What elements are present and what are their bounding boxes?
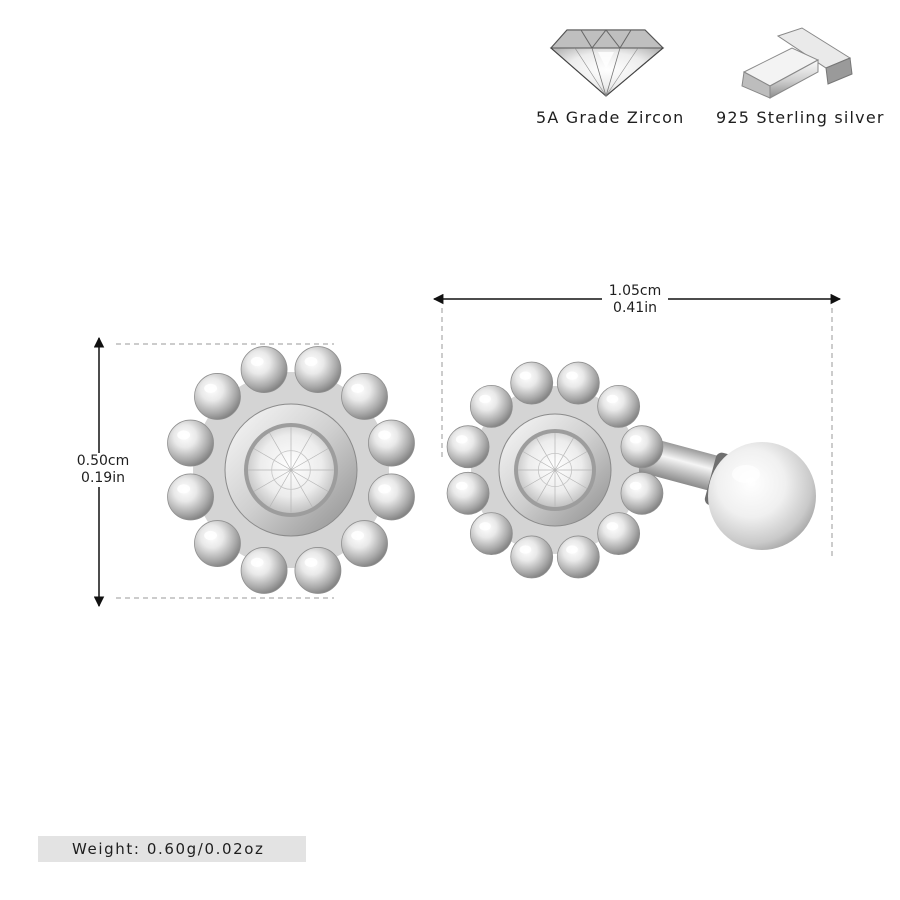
bead: [194, 520, 241, 567]
weight-badge: Weight: 0.60g/0.02oz: [38, 836, 306, 862]
bead: [194, 373, 241, 420]
height-measurement: 0.50cm 0.19in: [70, 453, 136, 487]
bead: [510, 361, 554, 405]
bead: [556, 361, 600, 405]
bead: [167, 419, 214, 467]
bead: [556, 535, 600, 579]
earring-back-ball: [708, 442, 816, 550]
bead: [294, 346, 342, 393]
earring-side-view: [446, 361, 816, 579]
bead: [341, 520, 388, 567]
bead: [368, 419, 415, 467]
width-in: 0.41in: [613, 300, 657, 316]
bead: [510, 535, 554, 579]
diamond-icon: [549, 29, 665, 97]
height-in: 0.19in: [81, 470, 125, 486]
bead: [469, 384, 513, 428]
bead: [167, 473, 214, 521]
bead: [368, 473, 415, 521]
bead: [294, 547, 342, 594]
bead: [446, 471, 490, 515]
weight-label: Weight: 0.60g/0.02oz: [72, 840, 265, 858]
width-cm: 1.05cm: [608, 283, 662, 299]
bead: [469, 512, 513, 556]
bead: [597, 384, 641, 428]
bead: [240, 547, 288, 594]
bead: [597, 512, 641, 556]
width-measurement: 1.05cm 0.41in: [602, 283, 668, 317]
bead: [446, 425, 490, 469]
silver-bars-icon: [741, 27, 853, 99]
earring-front-view: [167, 346, 415, 594]
height-cm: 0.50cm: [76, 453, 130, 469]
bead: [620, 425, 664, 469]
bead: [341, 373, 388, 420]
sterling-silver-label: 925 Sterling silver: [716, 108, 885, 127]
zircon-label: 5A Grade Zircon: [536, 108, 685, 127]
bead: [620, 471, 664, 515]
bead: [240, 346, 288, 393]
